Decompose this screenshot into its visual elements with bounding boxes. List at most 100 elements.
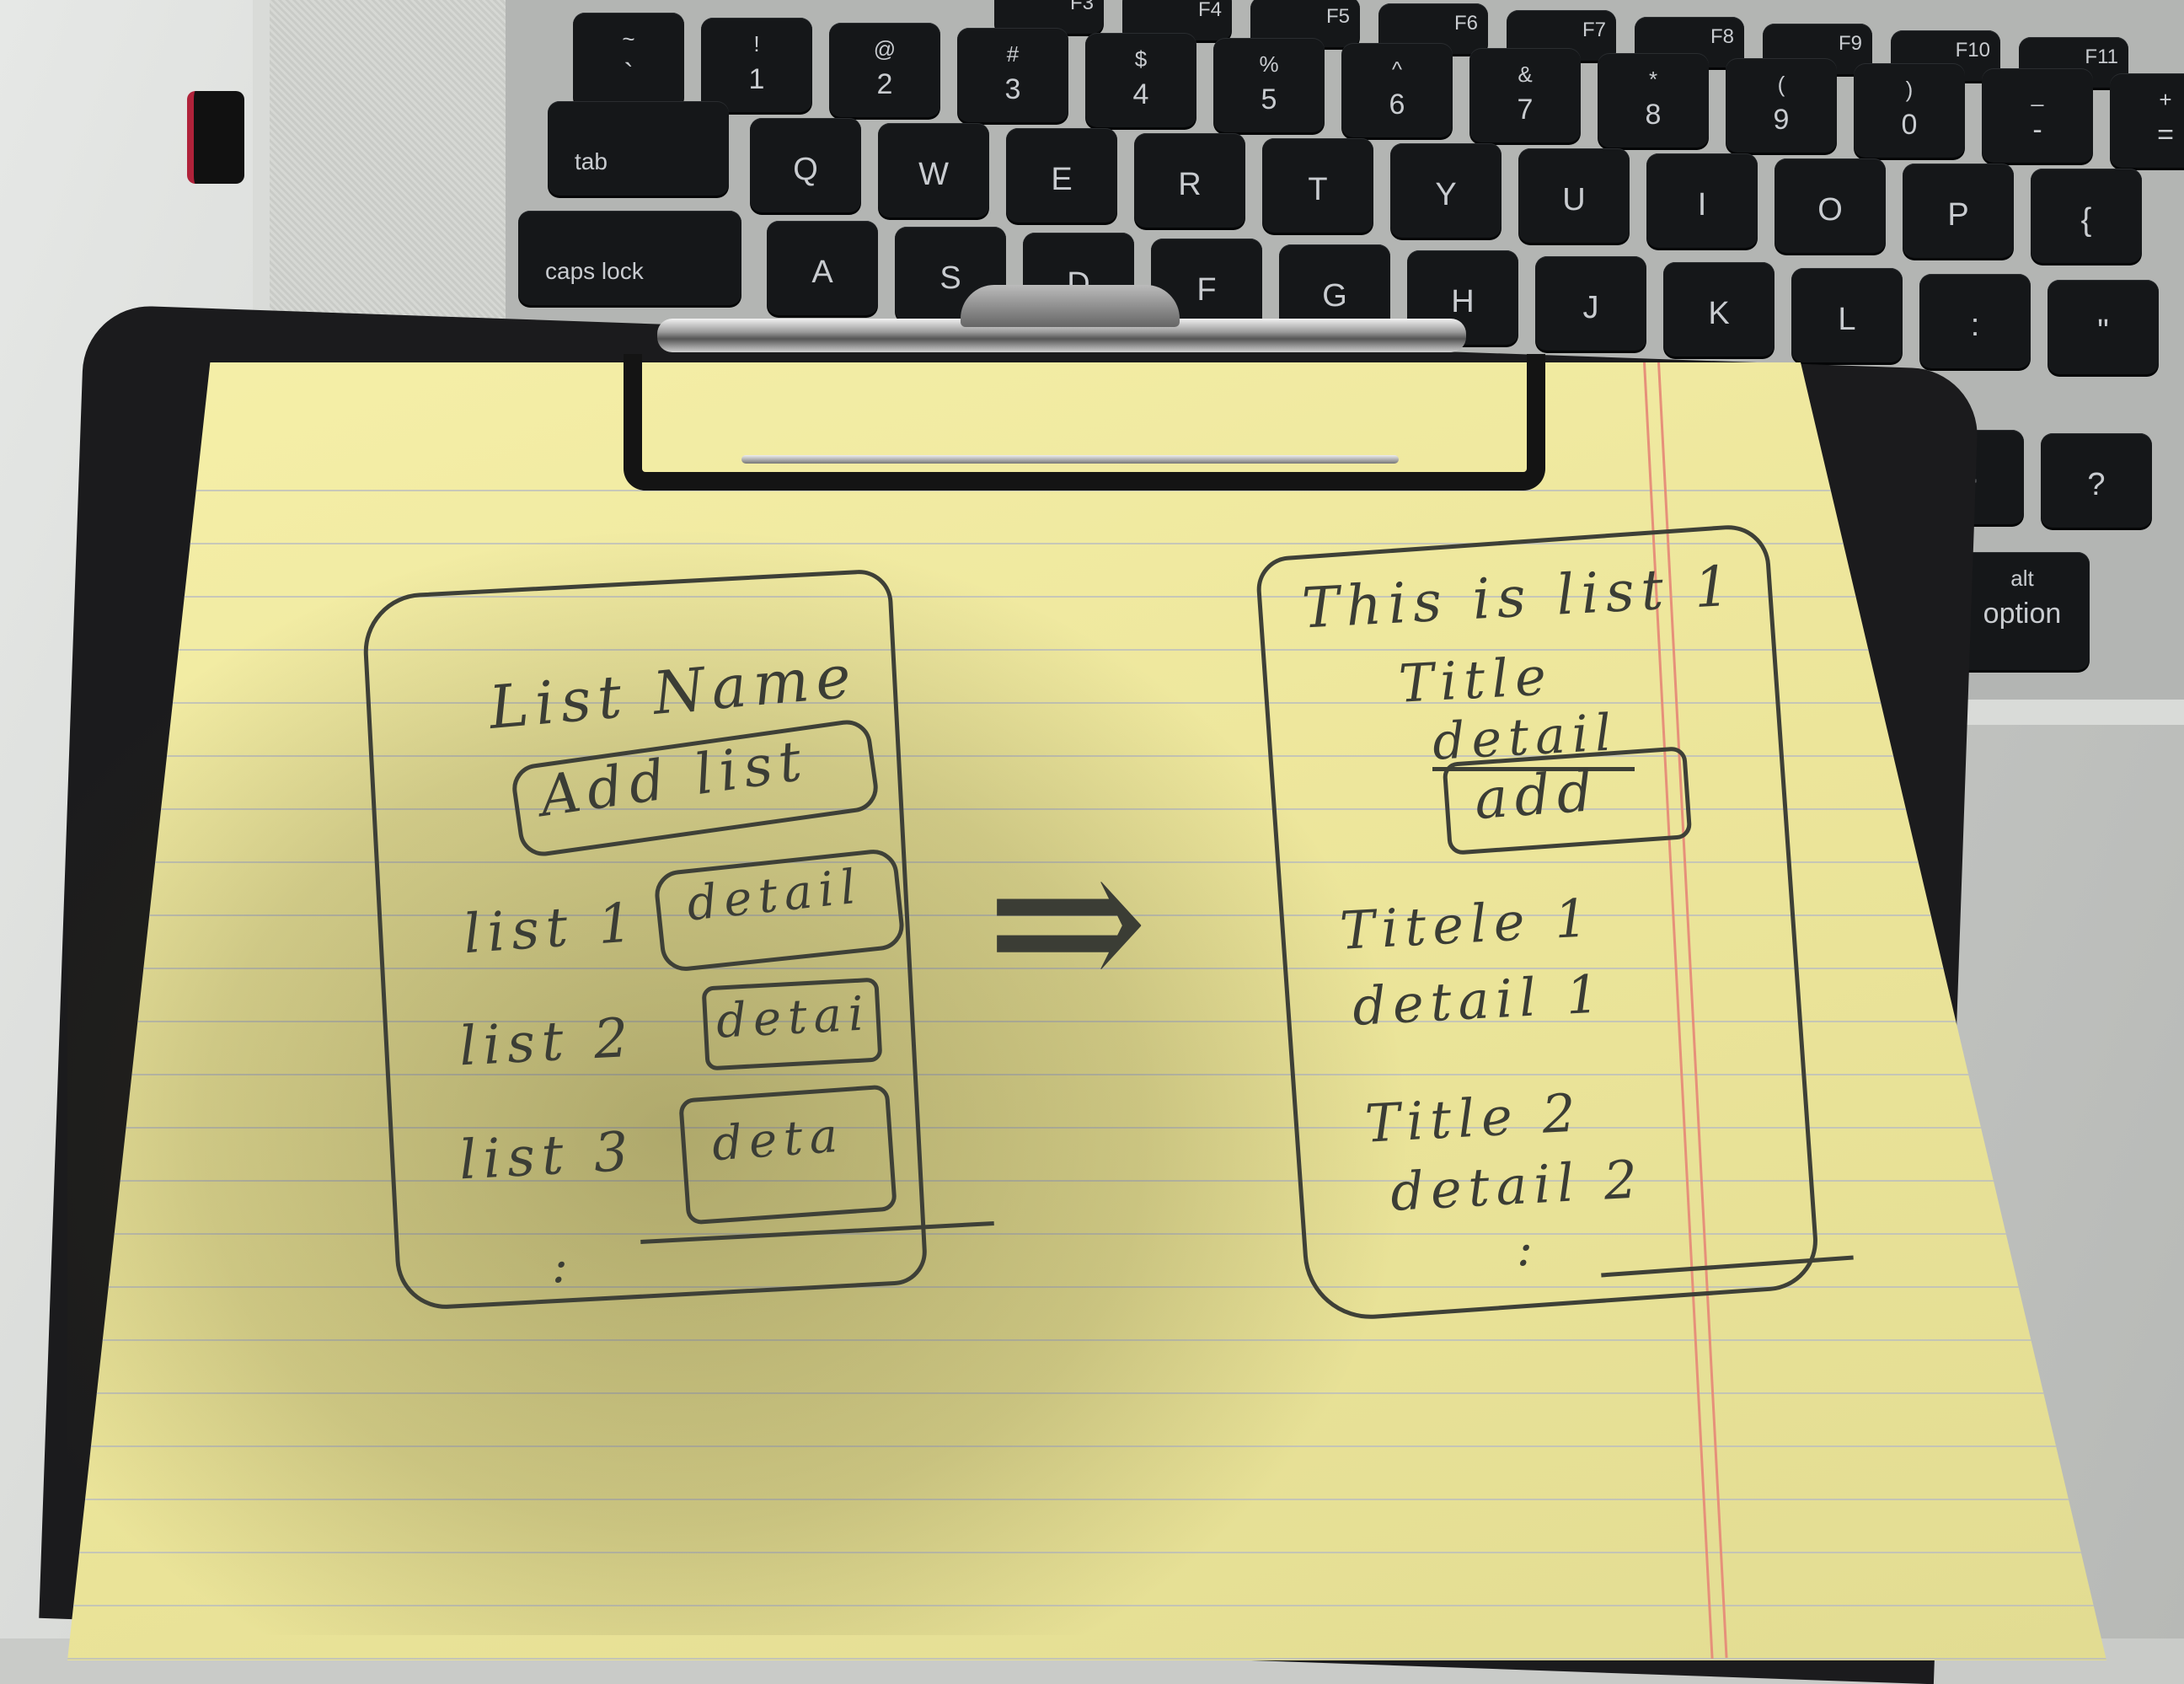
caps-lock-key[interactable]: caps lock (518, 211, 741, 305)
letter-key[interactable]: { (2031, 169, 2142, 263)
letter-key[interactable]: U (1518, 148, 1630, 243)
key-label: F3 (1069, 0, 1094, 14)
key-label: caps lock (545, 258, 644, 284)
key-label: 6 (1389, 88, 1405, 121)
letter-key[interactable]: P (1903, 164, 2014, 258)
sketch-left-row-detail-label: deta (709, 1107, 846, 1172)
key-label: F4 (1197, 0, 1222, 21)
letter-key[interactable]: A (767, 221, 878, 315)
number-key[interactable]: #3 (957, 28, 1068, 122)
key-shift-symbol: ! (753, 31, 760, 56)
clip-wire (741, 455, 1399, 464)
key-label: A (811, 255, 833, 290)
key-label: W (918, 157, 949, 192)
key-shift-symbol: ) (1905, 77, 1914, 102)
clip-hinge (961, 285, 1180, 327)
usb-dongle (187, 91, 244, 184)
key-shift-symbol: # (1006, 41, 1020, 67)
sketch-left-row-label: list 3 (458, 1120, 637, 1193)
key-label: 2 (876, 68, 893, 100)
alt-option-key[interactable]: alt option (1955, 552, 2090, 670)
function-key[interactable]: F8 (1635, 17, 1744, 67)
key-label: P (1947, 197, 1969, 233)
key-shift-symbol: _ (2031, 82, 2044, 107)
navigation-arrow: ⇒ (986, 797, 1148, 1046)
key-label: F6 (1453, 12, 1478, 35)
number-key[interactable]: @2 (829, 23, 940, 117)
rule-lines (67, 438, 2106, 1660)
number-key[interactable]: ^6 (1341, 43, 1453, 137)
key-label: S (939, 260, 961, 296)
speaker-grille (270, 0, 522, 371)
sketch-left-more-indicator: : (552, 1239, 575, 1294)
key-label: 4 (1132, 78, 1149, 110)
sketch-left-row-label: list 2 (458, 1006, 637, 1079)
sketch-right-form-detail-border (1432, 767, 1635, 771)
number-key[interactable]: !1 (701, 18, 812, 112)
letter-key[interactable]: W (878, 123, 989, 217)
letter-key[interactable]: K (1663, 262, 1774, 357)
key-label: 0 (1901, 109, 1918, 141)
letter-key[interactable]: " (2048, 280, 2159, 374)
key-label: F5 (1325, 5, 1350, 28)
key-label: { (2080, 202, 2092, 238)
letter-key[interactable]: R (1134, 133, 1245, 228)
letter-key[interactable]: : (1919, 274, 2031, 368)
letter-key[interactable]: L (1791, 268, 1903, 362)
letter-key[interactable]: T (1262, 138, 1373, 233)
letter-key[interactable]: Y (1390, 143, 1502, 238)
key-label: 5 (1261, 83, 1277, 115)
sketch-right-item-title: Title 2 (1363, 1081, 1584, 1155)
key-label: " (2097, 314, 2109, 349)
key-label: F (1196, 272, 1217, 308)
key-label: : (1970, 308, 1980, 343)
number-key[interactable]: ~` (573, 13, 684, 107)
key-shift-symbol: $ (1134, 46, 1148, 72)
key-label: F11 (2085, 46, 2118, 68)
letter-key[interactable]: J (1535, 256, 1646, 351)
number-key[interactable]: %5 (1213, 38, 1325, 132)
sketch-left-row-detail-label: detai (715, 986, 872, 1049)
key-label: U (1562, 182, 1586, 217)
key-label: J (1582, 290, 1599, 325)
key-shift-symbol: alt (2010, 566, 2034, 591)
key-label: F10 (1955, 39, 1990, 62)
key-label: option (1983, 598, 2062, 630)
key-label: 8 (1645, 99, 1662, 131)
letter-key[interactable]: I (1646, 153, 1758, 248)
key-label: I (1697, 187, 1707, 223)
number-key[interactable]: &7 (1469, 48, 1581, 142)
key-label: 7 (1517, 94, 1534, 126)
number-key[interactable]: += (2110, 73, 2184, 168)
key-label: O (1817, 192, 1843, 228)
clip-frame (624, 354, 1545, 491)
sketch-right-more-indicator: : (1517, 1222, 1539, 1277)
tab-key[interactable]: tab (548, 101, 729, 196)
letter-key[interactable]: O (1774, 158, 1886, 253)
punctuation-key[interactable]: ? (2041, 433, 2152, 528)
number-key[interactable]: (9 (1726, 58, 1837, 153)
key-shift-symbol: ~ (622, 26, 635, 51)
sketch-right-form-title: Title (1397, 645, 1555, 715)
key-label: T (1308, 172, 1328, 207)
key-label: H (1451, 284, 1475, 319)
key-label: - (2032, 114, 2042, 146)
number-key[interactable]: _- (1982, 68, 2093, 163)
key-label: ? (2087, 467, 2106, 502)
legal-pad-paper (67, 362, 2106, 1660)
key-shift-symbol: ( (1777, 72, 1785, 97)
number-key[interactable]: *8 (1598, 53, 1709, 147)
key-label: G (1322, 278, 1347, 314)
number-key[interactable]: )0 (1854, 63, 1965, 158)
key-label: E (1051, 162, 1073, 197)
key-label: 3 (1004, 73, 1021, 105)
sketch-left-row-label: list 1 (461, 891, 641, 967)
key-label: tab (575, 148, 608, 174)
letter-key[interactable]: E (1006, 128, 1117, 223)
number-key[interactable]: $4 (1085, 33, 1196, 127)
key-shift-symbol: + (2159, 87, 2172, 112)
key-label: R (1178, 167, 1202, 202)
key-label: F8 (1710, 25, 1734, 48)
hand-shadow (67, 523, 1416, 1635)
letter-key[interactable]: Q (750, 118, 861, 212)
